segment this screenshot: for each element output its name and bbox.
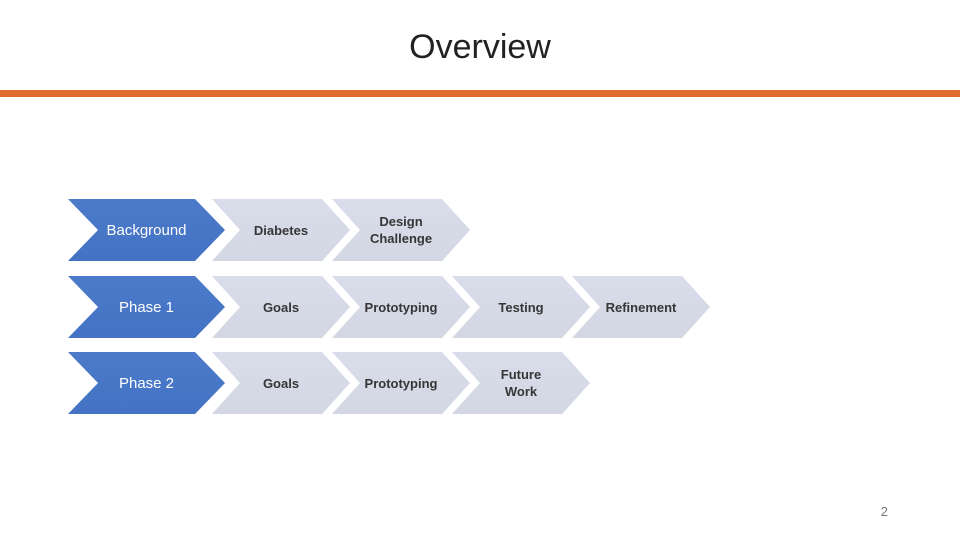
chevron-shape: Future Work (452, 352, 590, 414)
chevron-testing: Testing (452, 276, 590, 338)
chevron-label: Phase 1 (118, 298, 175, 316)
chevron-shape: Prototyping (332, 276, 470, 338)
chevron-label: Prototyping (364, 375, 438, 391)
title-divider-line (0, 90, 960, 97)
chevron-shape: Diabetes (212, 199, 350, 261)
chevron-shape: Testing (452, 276, 590, 338)
chevron-label: Goals (262, 375, 300, 391)
chevron-phase-1: Phase 1 (68, 276, 225, 338)
chevron-shape: Refinement (572, 276, 710, 338)
chevron-label: Goals (262, 299, 300, 315)
chevron-future-work: Future Work (452, 352, 590, 414)
chevron-background: Background (68, 199, 225, 261)
chevron-prototyping-phase-1: Prototyping (332, 276, 470, 338)
chevron-diabetes: Diabetes (212, 199, 350, 261)
chevron-shape: Prototyping (332, 352, 470, 414)
chevron-goals-phase-1: Goals (212, 276, 350, 338)
chevron-label: Prototyping (364, 299, 438, 315)
chevron-shape: Phase 2 (68, 352, 225, 414)
chevron-shape: Phase 1 (68, 276, 225, 338)
chevron-refinement: Refinement (572, 276, 710, 338)
process-row-phase-1: Phase 1 Goals Prototyping Testing (0, 276, 960, 338)
slide-title: Overview (409, 28, 551, 66)
chevron-prototyping-phase-2: Prototyping (332, 352, 470, 414)
chevron-shape: Background (68, 199, 225, 261)
chevron-label: Refinement (605, 299, 677, 315)
chevron-label: Future Work (500, 367, 542, 399)
chevron-goals-phase-2: Goals (212, 352, 350, 414)
chevron-shape: Goals (212, 352, 350, 414)
chevron-design-challenge: Design Challenge (332, 199, 470, 261)
chevron-label: Diabetes (253, 222, 309, 238)
page-number: 2 (880, 504, 888, 519)
chevron-phase-2: Phase 2 (68, 352, 225, 414)
chevron-label: Background (106, 221, 187, 239)
chevron-label: Design Challenge (369, 214, 433, 246)
chevron-shape: Design Challenge (332, 199, 470, 261)
chevron-shape: Goals (212, 276, 350, 338)
process-row-background: Background Diabetes Design Challenge (0, 199, 960, 261)
chevron-label: Phase 2 (118, 374, 175, 392)
process-row-phase-2: Phase 2 Goals Prototyping Future Work (0, 352, 960, 414)
chevron-label: Testing (498, 299, 544, 315)
